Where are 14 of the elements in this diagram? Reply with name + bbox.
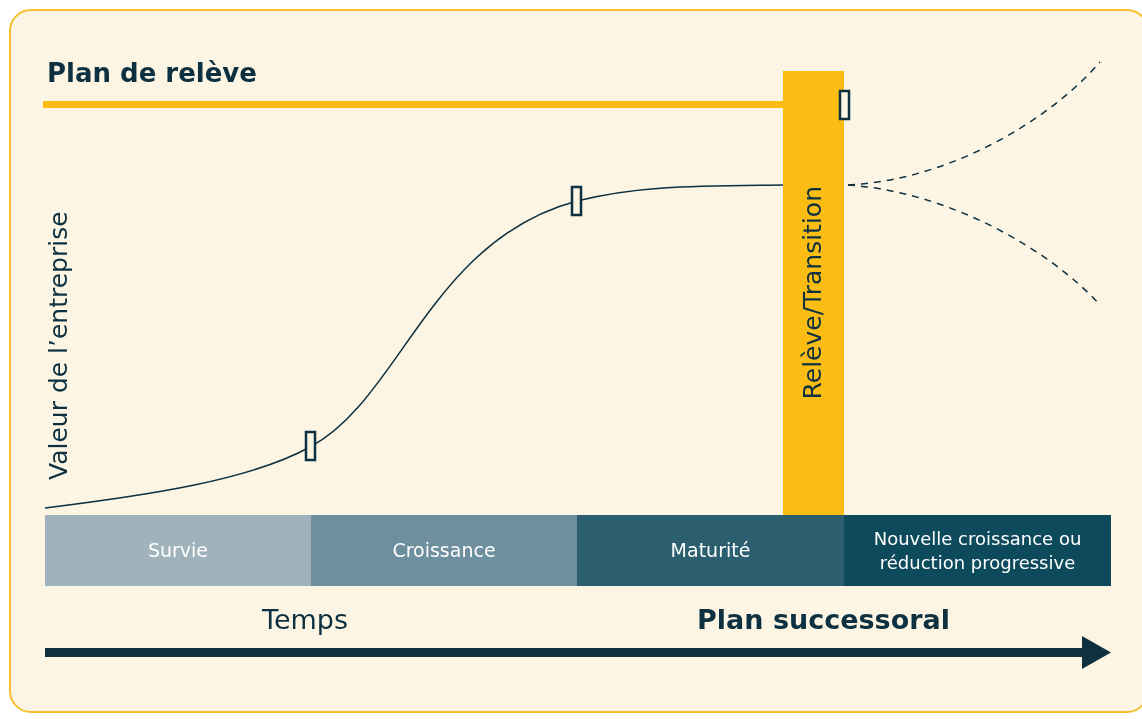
- transition-band: [783, 71, 844, 515]
- band-label: Relève/Transition: [797, 186, 829, 400]
- stage-band: [311, 515, 577, 586]
- stage-band: [844, 515, 1111, 586]
- axis-title: Valeur de l’entreprise: [44, 210, 73, 480]
- section-title: Plan successoral: [697, 604, 950, 635]
- stage-label: Nouvelle croissance ou réduction progressive: [872, 527, 1083, 574]
- axis-title: Temps: [262, 604, 349, 635]
- stage-label: Maturité: [670, 538, 751, 563]
- section-title: Plan de relève: [47, 58, 257, 88]
- stage-label: Survie: [147, 538, 209, 563]
- stage-band: [45, 515, 311, 586]
- stage-band: [577, 515, 844, 586]
- stage-label: Croissance: [392, 538, 496, 563]
